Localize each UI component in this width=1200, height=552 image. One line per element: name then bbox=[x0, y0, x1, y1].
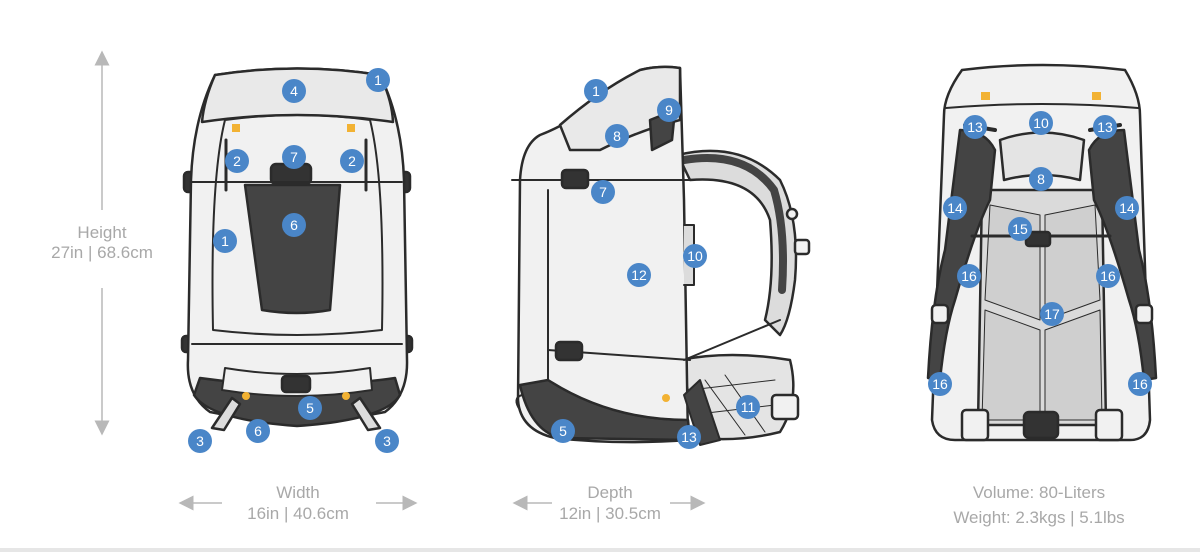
height-label: Height bbox=[77, 223, 127, 242]
svg-text:13: 13 bbox=[1097, 119, 1113, 135]
callout-back-17: 17 bbox=[1040, 302, 1064, 326]
svg-text:13: 13 bbox=[967, 119, 983, 135]
svg-text:3: 3 bbox=[196, 433, 204, 449]
callout-front-4: 4 bbox=[282, 79, 306, 103]
callouts: 1 1 2 2 3 3 4 5 6 6 7 1 5 7 8 9 10 11 12… bbox=[188, 68, 1152, 453]
callout-side-12: 12 bbox=[627, 263, 651, 287]
svg-text:1: 1 bbox=[592, 83, 600, 99]
bottom-divider bbox=[0, 548, 1200, 552]
svg-text:7: 7 bbox=[290, 149, 298, 165]
svg-text:5: 5 bbox=[559, 423, 567, 439]
svg-text:6: 6 bbox=[290, 217, 298, 233]
callout-back-16b: 16 bbox=[1096, 264, 1120, 288]
callout-front-5: 5 bbox=[298, 396, 322, 420]
svg-text:2: 2 bbox=[348, 153, 356, 169]
callout-side-1: 1 bbox=[584, 79, 608, 103]
callout-side-9: 9 bbox=[657, 98, 681, 122]
side-view bbox=[511, 65, 811, 446]
svg-text:4: 4 bbox=[290, 83, 298, 99]
svg-text:8: 8 bbox=[1037, 171, 1045, 187]
width-value: 16in | 40.6cm bbox=[247, 504, 349, 523]
callout-front-6a: 6 bbox=[282, 213, 306, 237]
callout-front-6b: 6 bbox=[246, 419, 270, 443]
weight-label: Weight: 2.3kgs | 5.1lbs bbox=[953, 508, 1125, 527]
callout-side-7: 7 bbox=[591, 180, 615, 204]
svg-text:14: 14 bbox=[947, 200, 963, 216]
depth-value: 12in | 30.5cm bbox=[559, 504, 661, 523]
svg-text:12: 12 bbox=[631, 267, 647, 283]
callout-back-13b: 13 bbox=[1093, 115, 1117, 139]
depth-label: Depth bbox=[587, 483, 633, 502]
svg-text:11: 11 bbox=[741, 399, 756, 415]
svg-text:5: 5 bbox=[306, 400, 314, 416]
callout-front-2a: 2 bbox=[225, 149, 249, 173]
dimension-arrows bbox=[94, 50, 706, 511]
svg-text:3: 3 bbox=[383, 433, 391, 449]
callout-front-3a: 3 bbox=[188, 429, 212, 453]
back-view bbox=[926, 63, 1158, 442]
callout-front-1a: 1 bbox=[366, 68, 390, 92]
height-value: 27in | 68.6cm bbox=[51, 243, 153, 262]
svg-text:16: 16 bbox=[932, 376, 948, 392]
callout-back-15: 15 bbox=[1008, 217, 1032, 241]
svg-text:7: 7 bbox=[599, 184, 607, 200]
callout-back-16c: 16 bbox=[928, 372, 952, 396]
svg-text:6: 6 bbox=[254, 423, 262, 439]
svg-text:17: 17 bbox=[1044, 306, 1060, 322]
svg-text:13: 13 bbox=[681, 429, 697, 445]
callout-side-5: 5 bbox=[551, 419, 575, 443]
width-label: Width bbox=[276, 483, 320, 502]
callout-back-10: 10 bbox=[1029, 111, 1053, 135]
callout-front-7: 7 bbox=[282, 145, 306, 169]
callout-front-3b: 3 bbox=[375, 429, 399, 453]
svg-text:10: 10 bbox=[687, 248, 703, 264]
callout-back-14b: 14 bbox=[1115, 196, 1139, 220]
callout-side-11: 11 bbox=[736, 395, 760, 419]
callout-front-2b: 2 bbox=[340, 149, 364, 173]
callout-back-13a: 13 bbox=[963, 115, 987, 139]
callout-side-10: 10 bbox=[683, 244, 707, 268]
svg-text:9: 9 bbox=[665, 102, 673, 118]
svg-text:2: 2 bbox=[233, 153, 241, 169]
svg-text:14: 14 bbox=[1119, 200, 1135, 216]
callout-front-1b: 1 bbox=[213, 229, 237, 253]
svg-text:16: 16 bbox=[961, 268, 977, 284]
svg-text:1: 1 bbox=[221, 233, 229, 249]
callout-back-16a: 16 bbox=[957, 264, 981, 288]
callout-back-8: 8 bbox=[1029, 167, 1053, 191]
callout-side-13: 13 bbox=[677, 425, 701, 449]
svg-text:8: 8 bbox=[613, 128, 621, 144]
callout-back-16d: 16 bbox=[1128, 372, 1152, 396]
svg-text:16: 16 bbox=[1132, 376, 1148, 392]
svg-text:10: 10 bbox=[1033, 115, 1049, 131]
svg-text:16: 16 bbox=[1100, 268, 1116, 284]
volume-label: Volume: 80-Liters bbox=[972, 483, 1106, 502]
callout-side-8: 8 bbox=[605, 124, 629, 148]
svg-text:15: 15 bbox=[1012, 221, 1028, 237]
svg-text:1: 1 bbox=[374, 72, 382, 88]
callout-back-14a: 14 bbox=[943, 196, 967, 220]
